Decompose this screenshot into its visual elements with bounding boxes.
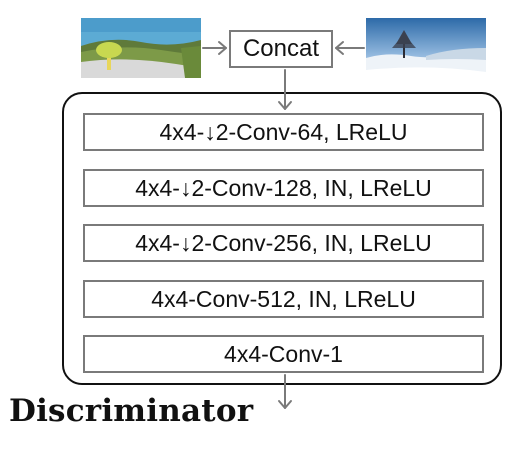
snowy-tree-photo bbox=[366, 18, 486, 78]
discriminator-frame bbox=[62, 92, 502, 385]
layer-conv-64: 4x4-↓2-Conv-64, LReLU bbox=[83, 113, 484, 151]
cartoon-landscape-image bbox=[81, 18, 201, 78]
layer-conv-128: 4x4-↓2-Conv-128, IN, LReLU bbox=[83, 169, 484, 207]
arrowhead-left-image-to-concat bbox=[218, 41, 227, 55]
layer-conv-256: 4x4-↓2-Conv-256, IN, LReLU bbox=[83, 224, 484, 262]
discriminator-caption: Discriminator bbox=[9, 393, 254, 429]
arrowhead-concat-to-network bbox=[278, 101, 292, 110]
concat-node: Concat bbox=[229, 30, 333, 68]
arrowhead-output bbox=[278, 400, 292, 409]
layer-conv-512: 4x4-Conv-512, IN, LReLU bbox=[83, 280, 484, 318]
layer-conv-1: 4x4-Conv-1 bbox=[83, 335, 484, 373]
arrowhead-right-image-to-concat bbox=[335, 41, 344, 55]
